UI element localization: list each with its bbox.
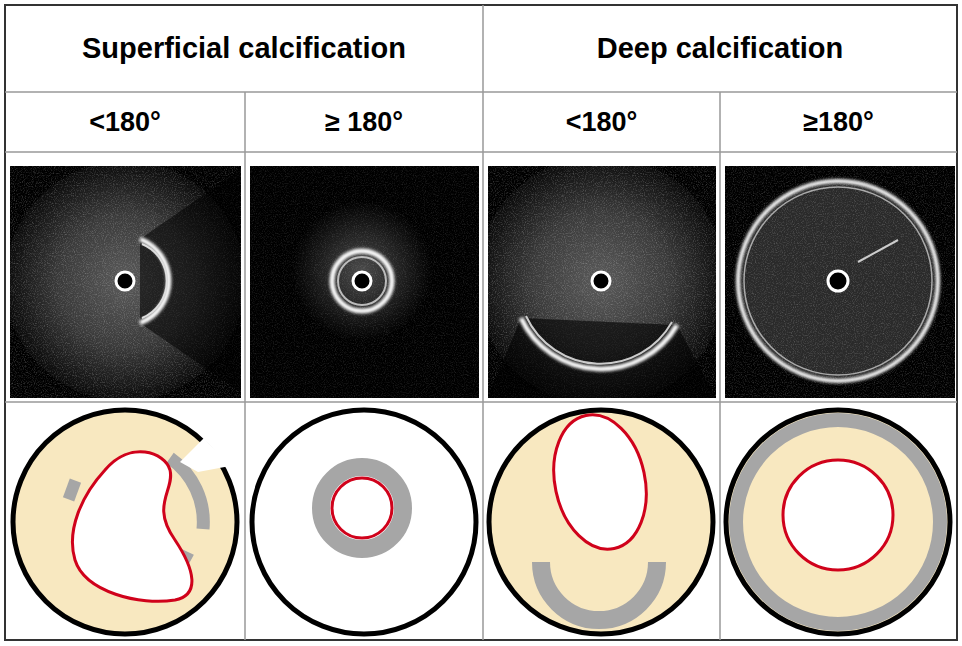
angle-subheader: <180° (483, 92, 720, 152)
table-grid (5, 5, 957, 640)
ivus-image (10, 166, 241, 398)
ivus-image (250, 166, 479, 398)
angle-subheader: <180° (5, 92, 245, 152)
angle-subheader: ≥ 180° (245, 92, 483, 152)
angle-subheader: ≥180° (720, 92, 957, 152)
vessel-schematic (13, 410, 237, 634)
vessel-schematic (252, 410, 476, 634)
vessel-schematic (489, 406, 713, 634)
ivus-image (725, 166, 955, 398)
ivus-image (488, 166, 716, 398)
column-header: Deep calcification (483, 5, 957, 92)
column-header: Superficial calcification (5, 5, 483, 92)
vessel-schematic (726, 410, 950, 634)
